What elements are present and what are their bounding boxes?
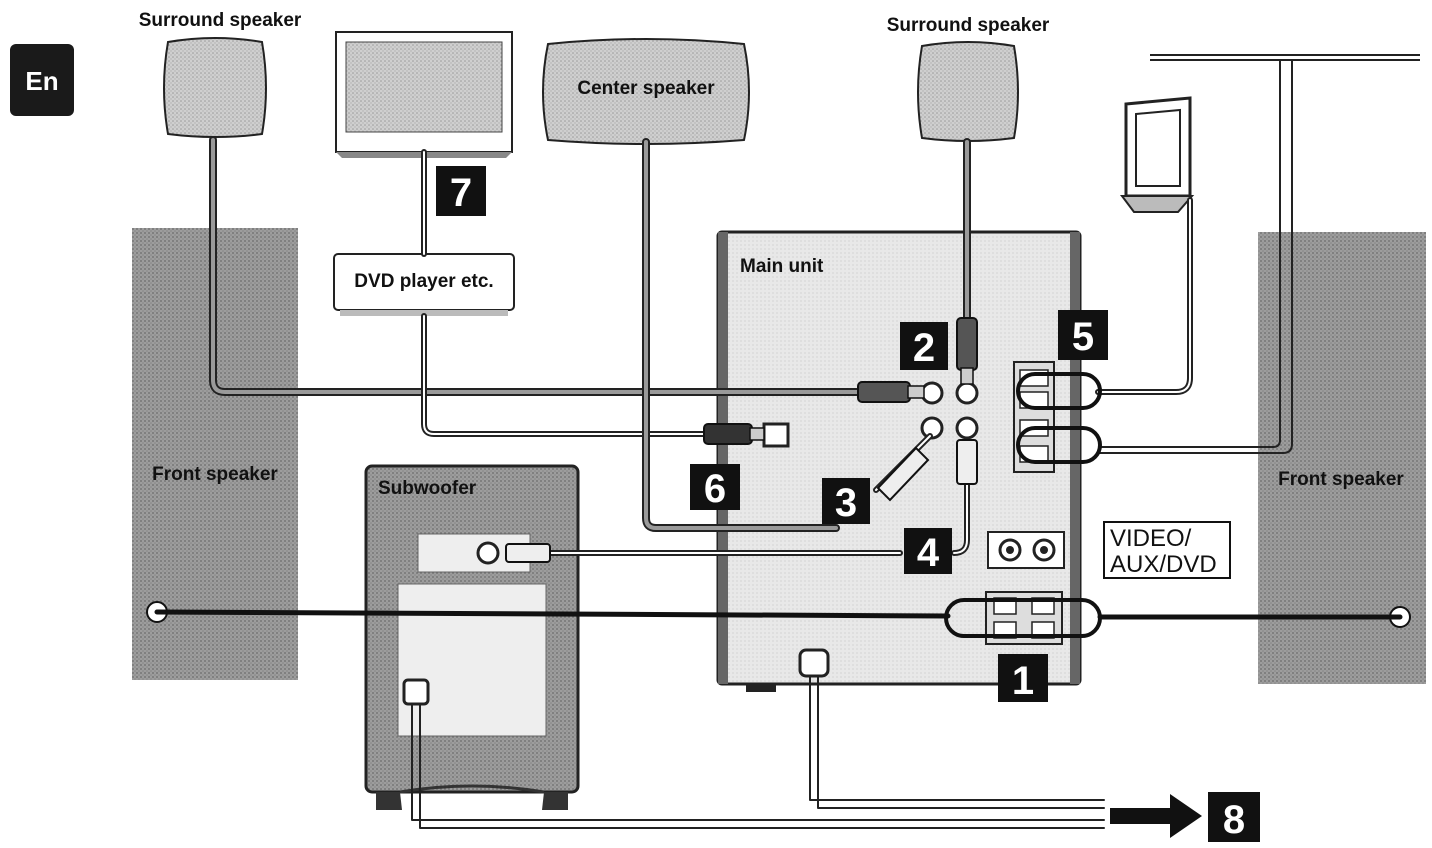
cables: [154, 136, 1403, 829]
language-tab-label: En: [25, 66, 58, 96]
step-badge-4: 4: [904, 528, 952, 575]
front-speaker-right: Front speaker: [1258, 232, 1426, 684]
main-unit-power-inlet: [798, 648, 830, 678]
front-speaker-right-label: Front speaker: [1278, 469, 1404, 490]
center-speaker: Center speaker: [542, 38, 750, 145]
center-speaker-label: Center speaker: [577, 78, 715, 99]
jack-subwoofer-out: [955, 416, 979, 440]
step-badge-6: 6: [690, 464, 740, 511]
front-speaker-left-label: Front speaker: [152, 464, 278, 485]
surround-speaker-left: Surround speaker: [139, 10, 302, 138]
svg-text:6: 6: [704, 467, 726, 511]
jack-surround-left: [920, 381, 944, 405]
svg-text:3: 3: [835, 481, 857, 525]
am-loop-antenna-icon: [1120, 96, 1195, 213]
svg-text:7: 7: [450, 171, 472, 215]
video-aux-label-line2: AUX/DVD: [1110, 551, 1217, 578]
front-speaker-left: Front speaker: [132, 228, 298, 680]
subwoofer-label: Subwoofer: [378, 478, 477, 499]
subwoofer: Subwoofer: [364, 464, 580, 810]
dvd-player: DVD player etc.: [333, 253, 515, 316]
surround-speaker-right-label: Surround speaker: [887, 15, 1050, 36]
video-aux-label-line1: VIDEO/: [1110, 525, 1192, 552]
svg-text:2: 2: [913, 326, 935, 370]
plugs: [505, 317, 978, 563]
fm-antenna-wire: [1098, 54, 1420, 454]
svg-text:1: 1: [1012, 659, 1034, 703]
step-badge-2: 2: [900, 322, 948, 370]
surround-speaker-right: Surround speaker: [887, 15, 1050, 142]
subwoofer-input-jack: [476, 541, 500, 565]
surround-speaker-left-label: Surround speaker: [139, 10, 302, 31]
main-unit: Main unit: [716, 230, 1082, 692]
jack-surround-right: [955, 381, 979, 405]
terminal-loops: [944, 372, 1102, 638]
language-tab: En: [10, 44, 74, 116]
step-badge-7: 7: [436, 166, 486, 216]
step-badge-1: 1: [998, 654, 1048, 703]
step-badge-3: 3: [822, 478, 870, 525]
main-unit-label: Main unit: [740, 256, 824, 277]
subwoofer-power-inlet: [402, 678, 430, 706]
step-badge-8: 8: [1208, 792, 1260, 842]
jack-optical: [762, 422, 790, 448]
svg-text:4: 4: [917, 531, 940, 575]
video-aux-dvd-label: VIDEO/ AUX/DVD: [1103, 521, 1231, 579]
arrow-right-icon: [1110, 794, 1202, 838]
dvd-player-label: DVD player etc.: [354, 271, 493, 292]
svg-text:5: 5: [1072, 315, 1094, 359]
svg-text:8: 8: [1223, 798, 1245, 842]
step-badge-5: 5: [1058, 310, 1108, 360]
tv-icon: [335, 31, 513, 158]
